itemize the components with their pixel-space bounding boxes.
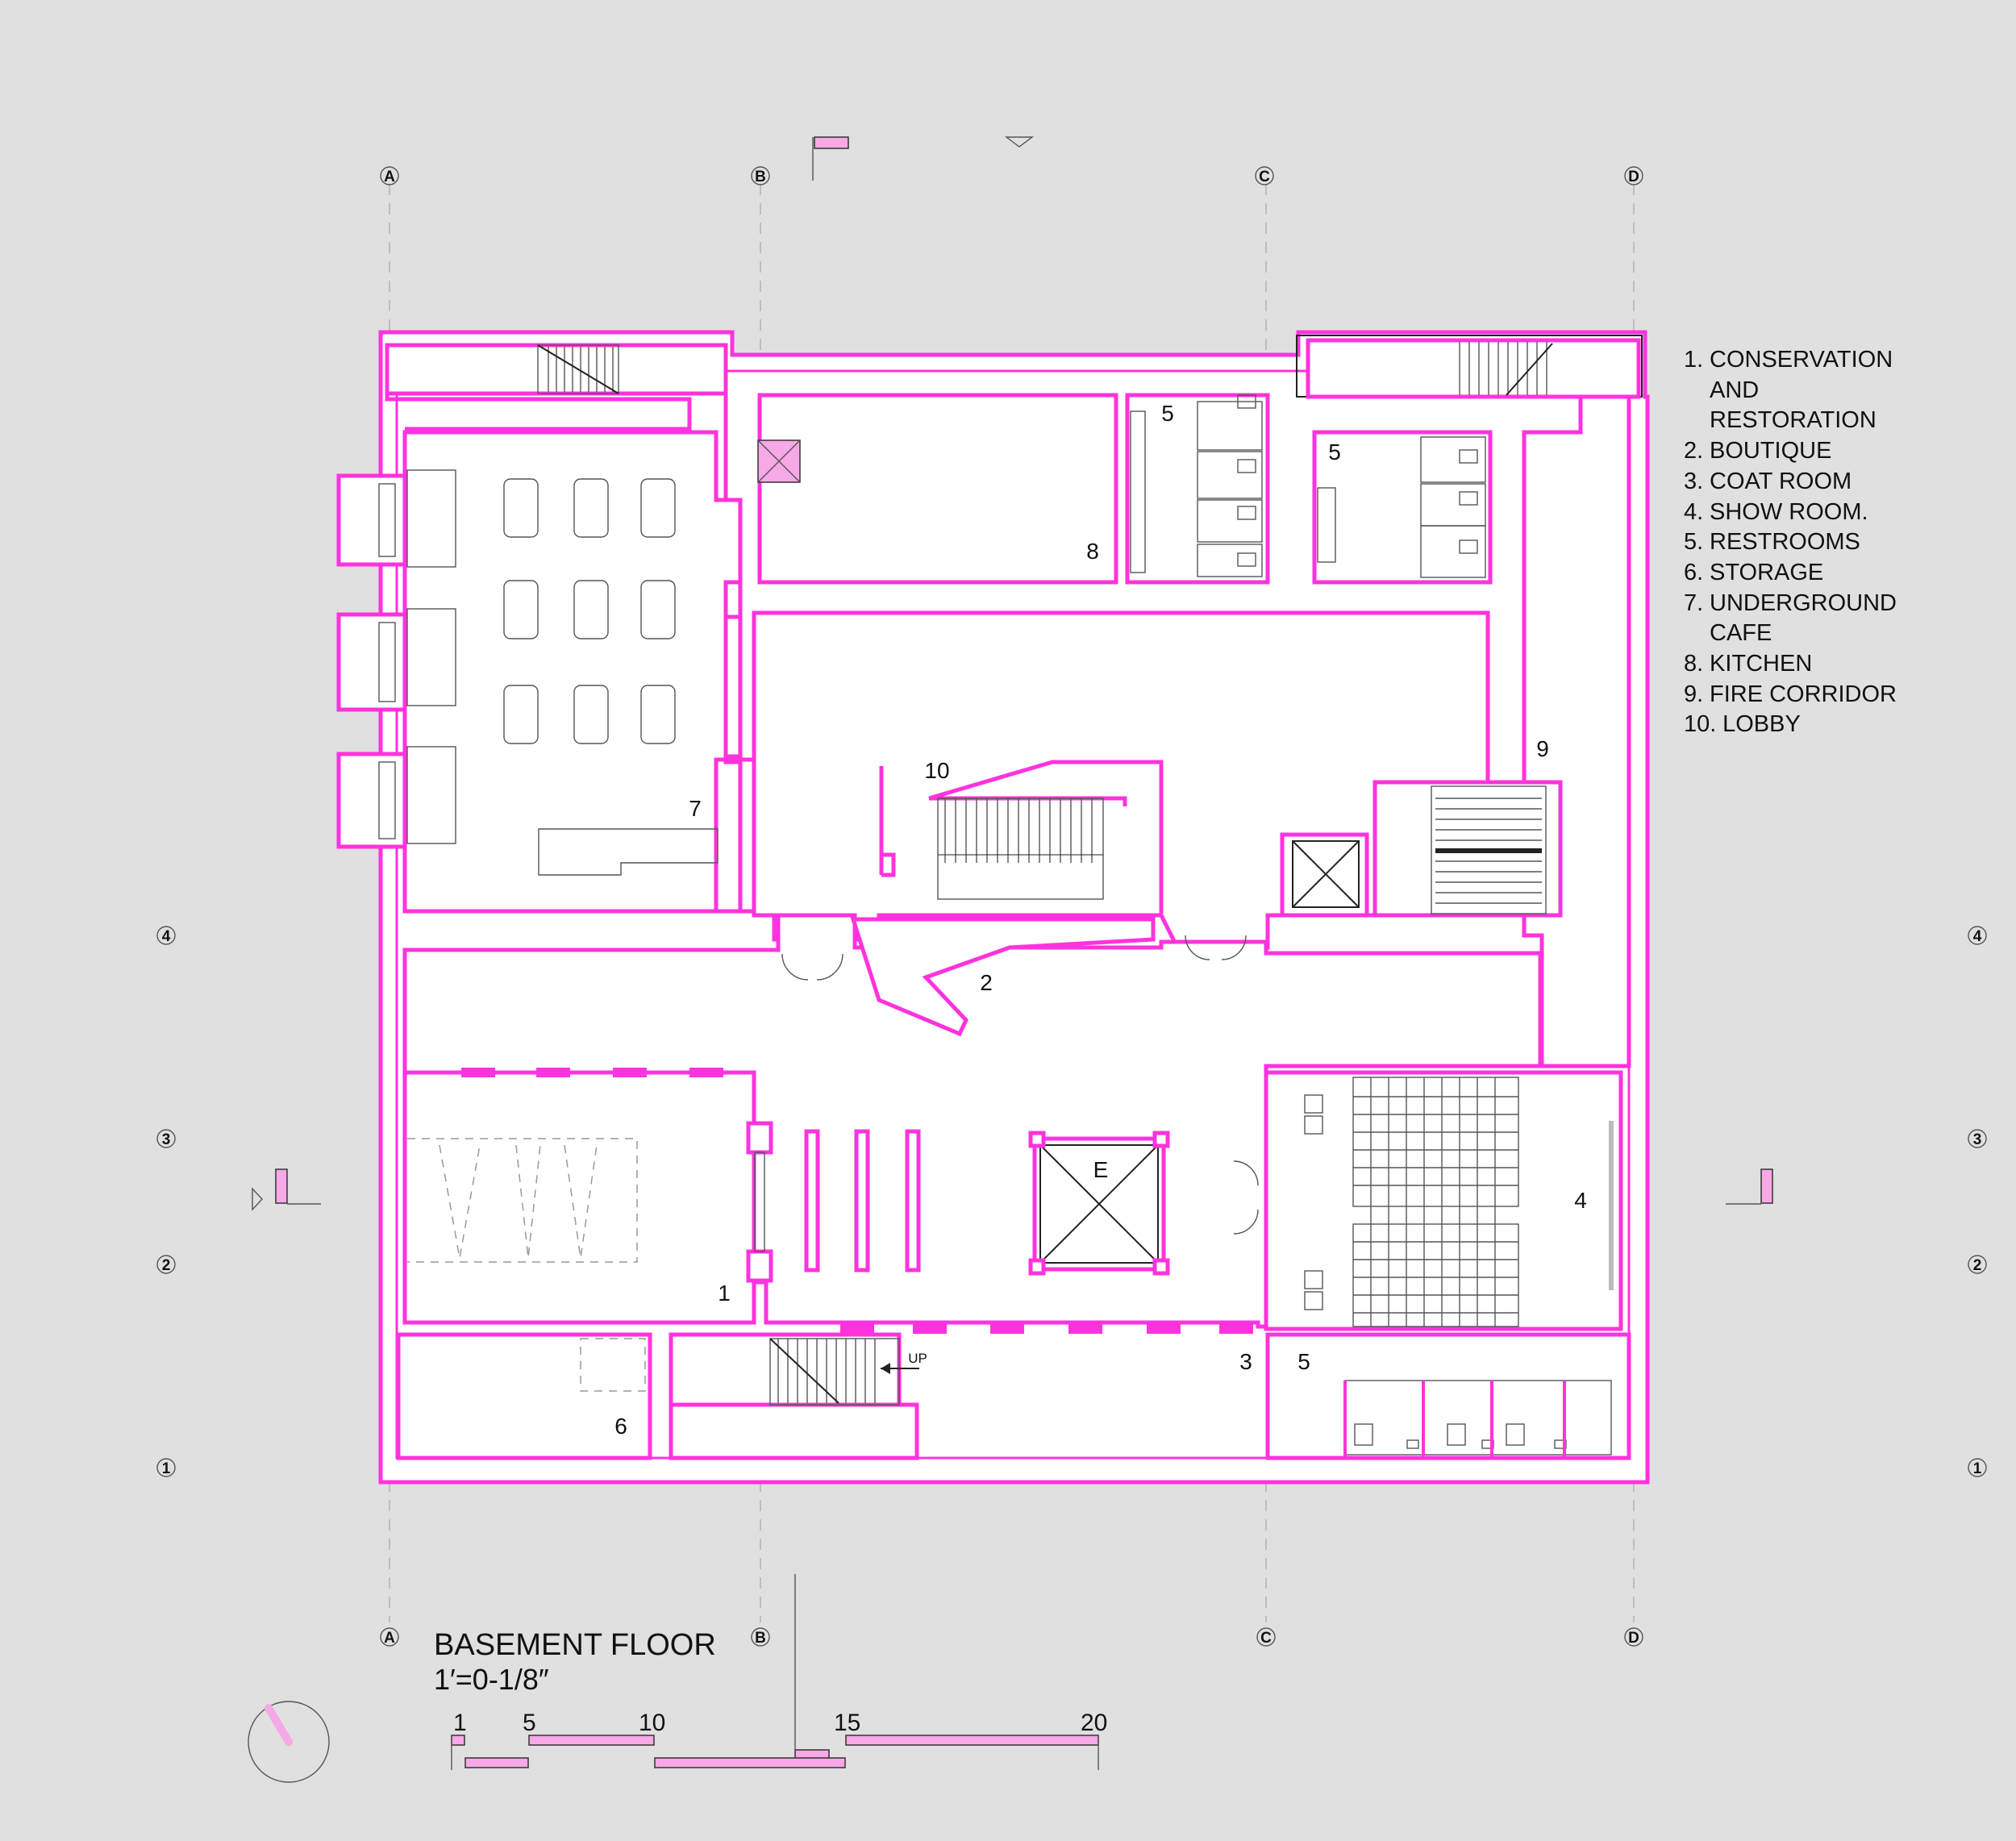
legend-item: 1.CONSERVATION xyxy=(1684,347,1893,373)
section-marker-left xyxy=(252,1168,321,1211)
svg-text:7: 7 xyxy=(689,796,702,821)
room-5-restroom-c: 5 xyxy=(1297,1349,1612,1458)
svg-text:4: 4 xyxy=(162,928,171,945)
legend-item: 6.STORAGE xyxy=(1684,559,1824,585)
svg-text:3: 3 xyxy=(1239,1349,1252,1374)
svg-text:10: 10 xyxy=(924,758,949,783)
grid-bubble-row-1-right: 1 xyxy=(1968,1458,1987,1477)
legend-item: CAFE xyxy=(1710,620,1772,647)
grid-bubble-col-d-top: D xyxy=(1624,166,1643,185)
svg-text:A: A xyxy=(384,169,395,185)
svg-text:3: 3 xyxy=(162,1131,171,1148)
room-legend: 1.CONSERVATION AND RESTORATION 2.BOUTIQU… xyxy=(1684,345,1903,740)
drawing-title: BASEMENT FLOOR xyxy=(434,1628,716,1662)
stair-fire-corridor xyxy=(1372,780,1563,918)
stair-up-bottom: UP xyxy=(669,1332,927,1460)
svg-text:B: B xyxy=(755,1630,766,1647)
grid-bubble-col-d-bottom: D xyxy=(1624,1627,1643,1647)
grid-bubble-row-2-right: 2 xyxy=(1968,1255,1987,1274)
legend-item: 2.BOUTIQUE xyxy=(1684,438,1832,464)
stair-top-left xyxy=(385,343,728,396)
elevator-main: E xyxy=(1028,1131,1170,1276)
svg-text:4: 4 xyxy=(1973,928,1982,945)
grid-bubble-row-4-left: 4 xyxy=(156,926,176,945)
svg-text:1: 1 xyxy=(718,1281,731,1306)
svg-text:8: 8 xyxy=(1086,539,1099,564)
legend-item: 3.COAT ROOM xyxy=(1684,468,1852,494)
room-5-restroom-a: 5 xyxy=(1125,393,1270,585)
legend-item: 9.FIRE CORRIDOR xyxy=(1684,681,1897,707)
scale-tick-10: 10 xyxy=(639,1710,666,1736)
svg-text:4: 4 xyxy=(1574,1188,1587,1213)
legend-item: AND xyxy=(1710,377,1760,403)
section-marker-right xyxy=(1726,1168,1773,1205)
legend-item: 8.KITCHEN xyxy=(1684,651,1813,677)
svg-text:5: 5 xyxy=(1297,1349,1310,1374)
svg-text:UP: UP xyxy=(908,1351,927,1366)
svg-text:5: 5 xyxy=(1161,401,1174,426)
legend-item: 5.RESTROOMS xyxy=(1684,529,1860,556)
show-room-seating xyxy=(1304,1077,1519,1327)
section-marker-top xyxy=(812,136,1035,181)
svg-text:E: E xyxy=(1093,1157,1109,1182)
scale-tick-5: 5 xyxy=(523,1710,536,1736)
grid-bubble-col-a-top: A xyxy=(380,166,399,185)
svg-text:C: C xyxy=(1260,1630,1272,1647)
grid-bubble-col-a-bottom: A xyxy=(380,1627,399,1647)
grid-bubble-row-4-right: 4 xyxy=(1968,926,1987,945)
drawing-scale: 1′=0-1/8″ xyxy=(434,1663,549,1696)
grid-bubble-row-2-left: 2 xyxy=(156,1255,176,1274)
legend-item: RESTORATION xyxy=(1710,407,1876,434)
svg-text:9: 9 xyxy=(1536,736,1549,761)
svg-text:2: 2 xyxy=(162,1257,171,1274)
svg-text:C: C xyxy=(1259,169,1270,185)
scale-tick-15: 15 xyxy=(834,1710,861,1736)
svg-text:A: A xyxy=(384,1630,395,1647)
room-8-kitchen: 8 xyxy=(757,393,1118,585)
scale-tick-1: 1 xyxy=(453,1710,467,1736)
room-4-show-room: 4 xyxy=(1233,1070,1623,1331)
svg-text:B: B xyxy=(755,169,766,185)
room-5-restroom-b: 5 xyxy=(1312,430,1493,585)
grid-bubble-row-3-right: 3 xyxy=(1968,1129,1987,1148)
grid-bubble-col-c-top: C xyxy=(1255,166,1274,185)
grid-bubble-col-c-bottom: C xyxy=(1256,1627,1276,1647)
grid-bubble-col-b-bottom: B xyxy=(751,1627,770,1647)
svg-text:2: 2 xyxy=(980,970,993,995)
room-3-coat-room: 3 xyxy=(1239,1332,1631,1460)
grid-bubble-col-b-top: B xyxy=(751,166,770,185)
section-marker-bottom xyxy=(794,1574,830,1762)
svg-text:1: 1 xyxy=(1973,1460,1982,1477)
svg-text:1: 1 xyxy=(162,1460,171,1477)
legend-item: 4.SHOW ROOM. xyxy=(1684,498,1868,525)
room-1-conservation: 1 xyxy=(402,1068,773,1325)
scale-bar xyxy=(451,1735,1099,1770)
room-6-storage: 6 xyxy=(396,1332,652,1460)
stair-top-right xyxy=(1306,338,1641,399)
north-arrow xyxy=(248,1701,330,1783)
grid-bubble-row-1-left: 1 xyxy=(156,1458,176,1477)
svg-text:D: D xyxy=(1628,169,1639,185)
elevator-top xyxy=(1280,832,1369,918)
scale-tick-20: 20 xyxy=(1081,1710,1108,1736)
legend-item: 7.UNDERGROUND xyxy=(1684,589,1897,616)
grid-bubble-row-3-left: 3 xyxy=(156,1129,176,1148)
legend-item: 10. LOBBY xyxy=(1684,711,1801,738)
svg-text:5: 5 xyxy=(1328,439,1341,464)
partition-marks xyxy=(840,1324,1253,1334)
svg-text:3: 3 xyxy=(1973,1131,1982,1148)
svg-text:D: D xyxy=(1628,1630,1639,1647)
svg-text:6: 6 xyxy=(614,1414,627,1439)
cafe-tables xyxy=(503,478,676,744)
svg-text:2: 2 xyxy=(1973,1257,1982,1274)
room-7-underground-cafe: 7 xyxy=(336,343,756,914)
